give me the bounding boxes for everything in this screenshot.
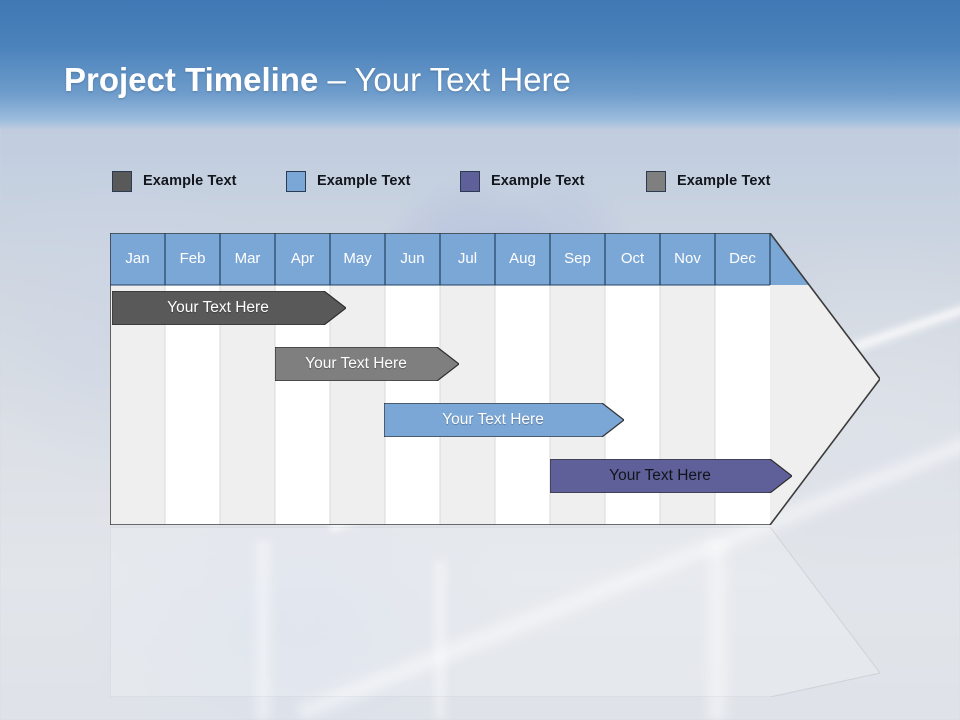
legend-item-label: Example Text [677,173,771,189]
column-band-Mar [220,285,275,525]
legend-item-1: Example Text [112,168,237,194]
timeline-arrow-frame [110,233,880,525]
legend-item-3: Example Text [460,168,585,194]
page-title: Project Timeline – Your Text Here [64,58,571,102]
column-band-Apr [275,285,330,525]
legend-swatch-icon [646,170,666,192]
background-highlight-2 [430,560,450,720]
column-band-Feb [165,285,220,525]
chart-body-group [110,233,880,525]
legend-item-2: Example Text [286,168,411,194]
background-highlight-3 [700,540,734,720]
task-bar-shape [112,291,346,325]
task-bar-arrow [550,459,792,493]
task-bar-arrow [112,291,346,325]
task-bar-4[interactable]: Your Text Here [550,459,792,493]
title-band [0,0,960,130]
task-bar-3[interactable]: Your Text Here [384,403,624,437]
legend-swatch-icon [460,170,480,192]
column-band-Jan [110,285,165,525]
task-bar-shape [275,347,459,381]
page-title-rest: – Your Text Here [318,61,571,98]
task-bar-arrow [275,347,459,381]
task-bar-shape [550,459,792,493]
legend-item-label: Example Text [491,173,585,189]
legend-item-label: Example Text [143,173,237,189]
legend: Example Text Example Text Example Text Exam… [112,168,852,196]
task-bar-1[interactable]: Your Text Here [112,291,346,325]
task-bar-2[interactable]: Your Text Here [275,347,459,381]
task-bar-shape [384,403,624,437]
legend-item-4: Example Text [646,168,771,194]
legend-swatch-icon [112,170,132,192]
arrow-outline [110,233,880,525]
task-bar-arrow [384,403,624,437]
background-highlight-1 [250,540,276,720]
legend-swatch-icon [286,170,306,192]
legend-item-label: Example Text [317,173,411,189]
column-band-May [330,285,385,525]
page-title-bold: Project Timeline [64,61,319,98]
